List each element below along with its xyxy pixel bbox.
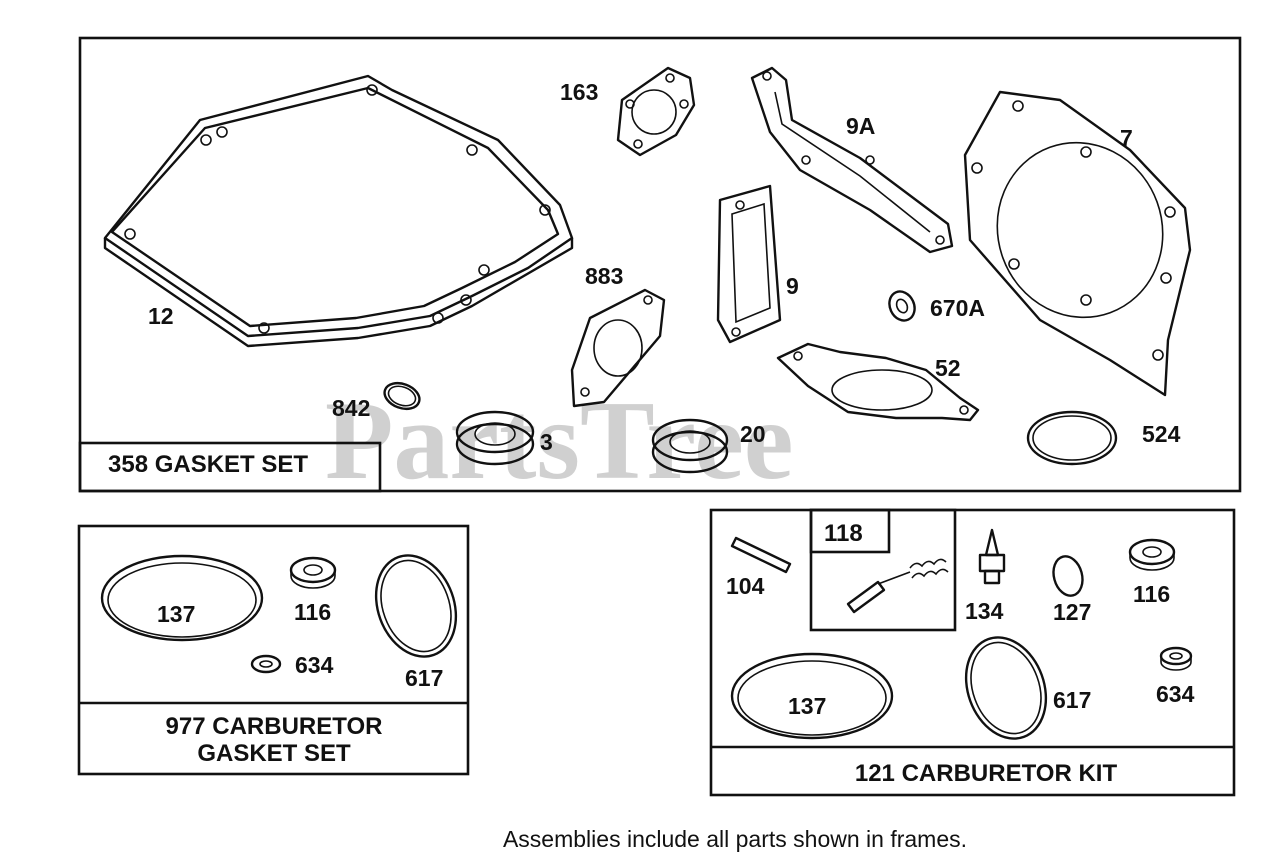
carb-kit-frame: 121 CARBURETOR KIT 118 104 134 127 [709,508,1236,797]
part-137-ring-a[interactable] [100,554,264,642]
part-label-883: 883 [585,263,623,289]
gasket-set-frame: 358 GASKET SET 12 163 [78,36,1242,493]
part-label-617-b: 617 [1053,687,1091,713]
part-634-washer-b[interactable] [1159,646,1193,671]
carb-gasket-set-border [77,524,470,776]
part-label-9a: 9A [846,113,875,139]
part-842-ring[interactable] [381,379,423,414]
part-137-ring-b[interactable] [730,652,894,740]
carb-kit-title: 121 CARBURETOR KIT [855,760,1118,787]
part-20-oil-seal[interactable] [651,418,729,474]
part-3-oil-seal[interactable] [455,410,535,466]
part-52-gasket[interactable] [776,342,980,422]
part-label-7: 7 [1120,125,1133,151]
part-116-washer-b[interactable] [1128,538,1176,571]
subassembly-118-label: 118 [824,520,863,547]
part-9a-gasket[interactable] [750,66,954,254]
gasket-set-title-box [78,441,382,493]
part-617-ring-a[interactable] [363,544,470,668]
part-label-104: 104 [726,573,765,599]
part-label-9: 9 [786,273,799,299]
footer-note: Assemblies include all parts shown in fr… [503,826,967,852]
carb-gasket-set-frame: 977 CARBURETOR GASKET SET 137 116 634 61… [77,524,470,776]
part-label-12: 12 [148,303,174,329]
part-163-gasket[interactable] [616,66,696,157]
part-134-needle[interactable] [978,528,1006,585]
part-label-634-b: 634 [1156,681,1195,707]
subassembly-118-label-box [809,508,891,554]
carb-gasket-set-title-2: GASKET SET [197,740,351,767]
part-label-617-a: 617 [405,665,443,691]
part-label-127: 127 [1053,599,1091,625]
part-617-ring-b[interactable] [953,626,1060,750]
part-634-washer-a[interactable] [250,654,282,674]
part-label-137-a: 137 [157,601,195,627]
part-118-screw-spring[interactable] [846,558,949,614]
part-label-134: 134 [965,598,1004,624]
part-127-disc[interactable] [1049,553,1086,599]
part-label-524: 524 [1142,421,1181,447]
gasket-set-border [78,36,1242,493]
part-104-pin[interactable] [730,536,792,574]
part-7-gasket[interactable] [963,90,1192,397]
part-label-137-b: 137 [788,693,826,719]
watermark-text: PartsTree [325,379,794,503]
part-116-washer-a[interactable] [289,556,337,589]
part-524-ring[interactable] [1026,410,1118,466]
part-label-3: 3 [540,429,553,455]
carb-kit-border [709,508,1236,797]
carb-gasket-set-title-1: 977 CARBURETOR [166,713,383,740]
part-label-670a: 670A [930,295,985,321]
part-label-52: 52 [935,355,961,381]
part-9-gasket[interactable] [716,184,782,344]
gasket-set-title: 358 GASKET SET [108,451,308,478]
part-label-163: 163 [560,79,598,105]
part-12-gasket[interactable] [103,74,574,348]
part-883-gasket[interactable] [570,288,666,408]
part-670a-seal[interactable] [885,287,919,324]
part-label-116-b: 116 [1133,581,1170,607]
part-label-634-a: 634 [295,652,334,678]
part-label-842: 842 [332,395,370,421]
part-label-116-a: 116 [294,599,331,625]
part-label-20: 20 [740,421,766,447]
